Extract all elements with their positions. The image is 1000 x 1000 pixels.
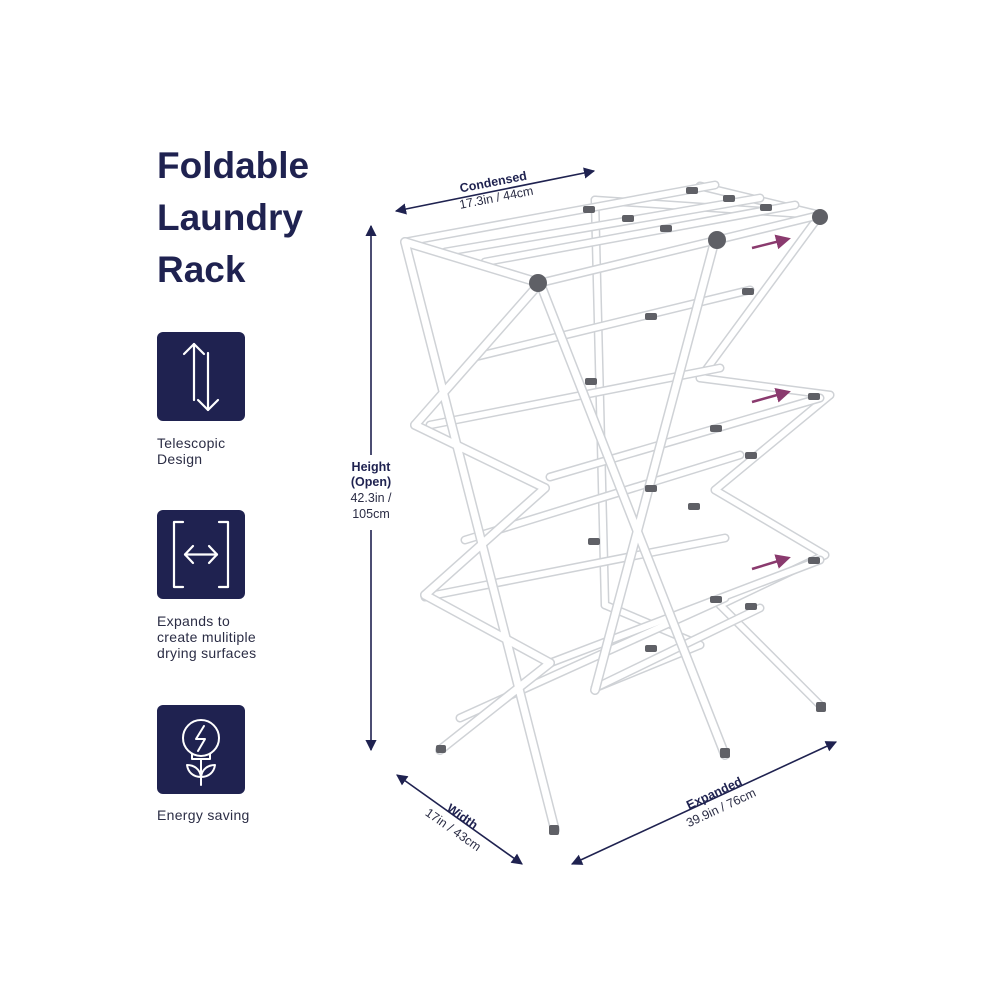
width-dimension-line bbox=[396, 774, 523, 865]
feature-label-line: Design bbox=[157, 451, 203, 467]
height-label-line-1: Height bbox=[352, 460, 392, 474]
feature-label-line: Expands to bbox=[157, 613, 231, 629]
expand-direction-arrows bbox=[751, 234, 791, 571]
title-line-2: Laundry bbox=[157, 197, 303, 238]
expanded-dimension-label: Expanded 39.9in / 76cm bbox=[684, 774, 758, 830]
horizontal-expand-icon bbox=[157, 510, 245, 599]
expand-arrow-middle bbox=[751, 387, 791, 404]
condensed-dimension-line bbox=[394, 167, 596, 215]
height-dimension-label: Height (Open) 42.3in / 105cm bbox=[350, 460, 392, 521]
feature-label-line: Telescopic bbox=[157, 435, 226, 451]
title-line-1: Foldable bbox=[157, 145, 310, 186]
feature-label-telescopic: Telescopic Design bbox=[157, 435, 317, 467]
feature-label-line: create mulitiple bbox=[157, 629, 256, 645]
product-title: Foldable Laundry Rack bbox=[157, 140, 377, 296]
feature-label-line: Energy saving bbox=[157, 807, 250, 823]
vertical-arrows-icon bbox=[157, 332, 245, 421]
energy-bulb-icon bbox=[157, 705, 245, 794]
feature-label-energy: Energy saving bbox=[157, 807, 317, 823]
height-label-line-2: (Open) bbox=[351, 475, 391, 489]
condensed-dimension-label: Condensed 17.3in / 44cm bbox=[458, 169, 534, 212]
title-line-3: Rack bbox=[157, 249, 246, 290]
height-value-line-1: 42.3in / bbox=[350, 491, 392, 505]
expand-arrow-top bbox=[751, 234, 791, 250]
rack-frame bbox=[400, 180, 835, 835]
expanded-dimension-line bbox=[570, 741, 838, 865]
expand-arrow-bottom bbox=[751, 554, 791, 571]
height-value-line-2: 105cm bbox=[352, 507, 390, 521]
feature-label-expands: Expands to create mulitiple drying surfa… bbox=[157, 613, 317, 661]
feature-label-line: drying surfaces bbox=[157, 645, 257, 661]
